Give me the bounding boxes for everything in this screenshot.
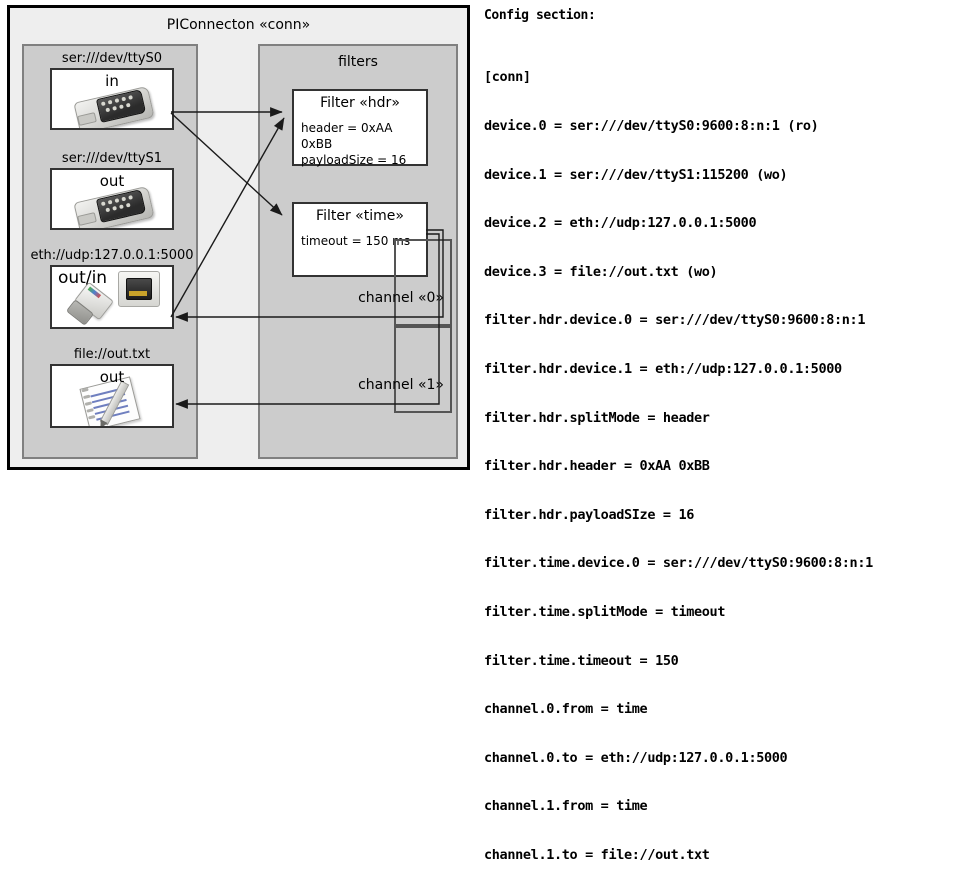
device-direction-ttys0: in	[105, 72, 119, 90]
filter-title-time: Filter «time»	[316, 208, 404, 224]
device-box-file[interactable]: out	[50, 364, 174, 428]
config-line: filter.time.device.0 = ser:///dev/ttyS0:…	[484, 555, 873, 572]
device-group-ttys1: ser:///dev/ttyS1 out	[36, 150, 188, 230]
config-line: channel.1.from = time	[484, 798, 648, 815]
diagram-title: PIConnecton «conn»	[166, 17, 311, 33]
device-direction-eth: out/in	[58, 268, 108, 288]
device-direction-file: out	[99, 368, 125, 386]
config-line: filter.hdr.header = 0xAA 0xBB	[484, 458, 710, 475]
config-line: filter.time.timeout = 150	[484, 652, 679, 669]
filters-panel: filters Filter «hdr» header = 0xAA 0xBB …	[258, 44, 458, 459]
device-box-ttys1[interactable]: out	[50, 168, 174, 230]
config-line: device.3 = file://out.txt (wo)	[484, 263, 718, 280]
device-direction-ttys1: out	[99, 172, 125, 190]
config-line: filter.hdr.payloadSIze = 16	[484, 506, 694, 523]
serial-connector-icon	[73, 85, 155, 128]
notepad-file-icon	[79, 376, 150, 426]
channel-label-1: channel «1»	[358, 377, 444, 393]
device-label-file: file://out.txt	[73, 347, 151, 362]
device-group-eth: eth://udp:127.0.0.1:5000 out/in	[30, 247, 194, 329]
device-label-eth: eth://udp:127.0.0.1:5000	[30, 248, 194, 263]
config-line: channel.0.from = time	[484, 701, 648, 718]
config-lines: [conn] device.0 = ser:///dev/ttyS0:9600:…	[484, 37, 954, 896]
config-line: filter.hdr.device.1 = eth://udp:127.0.0.…	[484, 360, 842, 377]
filter-prop: payloadSize = 16	[301, 153, 407, 167]
config-line: filter.hdr.device.0 = ser:///dev/ttyS0:9…	[484, 312, 866, 329]
devices-panel: ser:///dev/ttyS0 in ser:///dev/	[22, 44, 198, 459]
config-line: channel.1.to = file://out.txt	[484, 846, 710, 863]
channel-box-1: channel «1»	[358, 326, 452, 413]
channel-box-0: channel «0»	[358, 239, 452, 326]
filter-title-hdr: Filter «hdr»	[320, 95, 400, 111]
device-group-file: file://out.txt out	[36, 346, 188, 428]
config-line: channel.0.to = eth://udp:127.0.0.1:5000	[484, 749, 788, 766]
config-line: device.0 = ser:///dev/ttyS0:9600:8:n:1 (…	[484, 118, 819, 134]
device-box-eth[interactable]: out/in	[50, 265, 174, 329]
config-heading: Config section:	[484, 8, 596, 23]
config-line: device.2 = eth://udp:127.0.0.1:5000	[484, 215, 757, 232]
filter-props-hdr: header = 0xAA 0xBB payloadSize = 16	[294, 120, 426, 168]
ethernet-plug-icon	[65, 269, 170, 327]
channel-label-0: channel «0»	[358, 290, 444, 306]
config-line: device.1 = ser:///dev/ttyS1:115200 (wo)	[484, 166, 788, 183]
device-group-ttys0: ser:///dev/ttyS0 in	[36, 50, 188, 130]
device-label-ttys1: ser:///dev/ttyS1	[61, 151, 163, 166]
serial-connector-icon	[73, 185, 155, 228]
device-label-ttys0: ser:///dev/ttyS0	[61, 51, 163, 66]
config-line: filter.hdr.splitMode = header	[484, 409, 710, 426]
device-box-ttys0[interactable]: in	[50, 68, 174, 130]
filter-prop: header = 0xAA 0xBB	[301, 121, 393, 151]
filters-panel-title: filters	[338, 54, 378, 70]
diagram-frame: PIConnecton «conn» ser:///dev/ttyS0 in	[7, 5, 470, 470]
config-line: [conn]	[484, 69, 531, 86]
config-line: filter.time.splitMode = timeout	[484, 603, 726, 620]
filter-box-hdr[interactable]: Filter «hdr» header = 0xAA 0xBB payloadS…	[292, 89, 428, 168]
config-section: Config section: [conn] device.0 = ser://…	[484, 8, 954, 896]
